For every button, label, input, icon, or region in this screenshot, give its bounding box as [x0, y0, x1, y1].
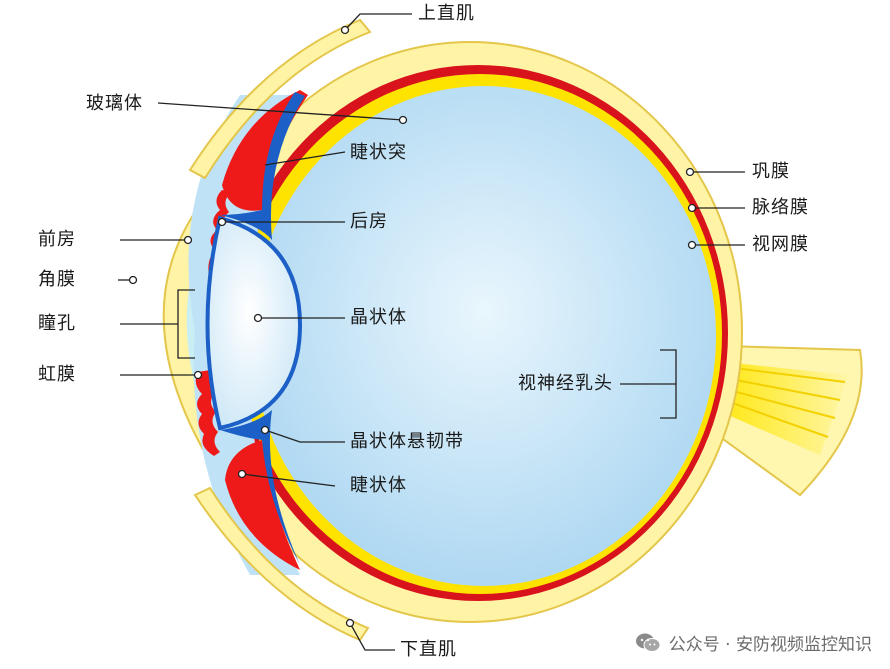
watermark-text: 公众号 · 安防视频监控知识: [668, 635, 872, 655]
label-ciliary-process: 睫状突: [350, 142, 407, 163]
label-choroid: 脉络膜: [752, 197, 809, 218]
vitreous-body: [252, 86, 716, 586]
zonule-upper: [220, 92, 305, 240]
label-cornea: 角膜: [38, 269, 76, 290]
watermark: 公众号 · 安防视频监控知识: [635, 630, 872, 655]
label-lens: 晶状体: [350, 307, 407, 328]
label-zonule: 晶状体悬韧带: [350, 431, 464, 452]
label-inferior-rectus: 下直肌: [400, 639, 457, 660]
label-vitreous: 玻璃体: [86, 93, 143, 114]
label-optic-disc: 视神经乳头: [518, 373, 613, 394]
label-ciliary-body: 睫状体: [350, 475, 407, 496]
label-retina: 视网膜: [752, 234, 809, 255]
label-iris: 虹膜: [38, 364, 76, 385]
label-sclera: 巩膜: [752, 161, 790, 182]
wechat-icon: [635, 633, 661, 652]
label-superior-rectus: 上直肌: [418, 3, 475, 24]
label-pupil: 瞳孔: [38, 313, 76, 334]
label-posterior-chamber: 后房: [350, 211, 388, 232]
superior-rectus-muscle: [188, 18, 372, 180]
crystalline-lens: [205, 215, 303, 431]
label-anterior-chamber: 前房: [38, 229, 76, 250]
